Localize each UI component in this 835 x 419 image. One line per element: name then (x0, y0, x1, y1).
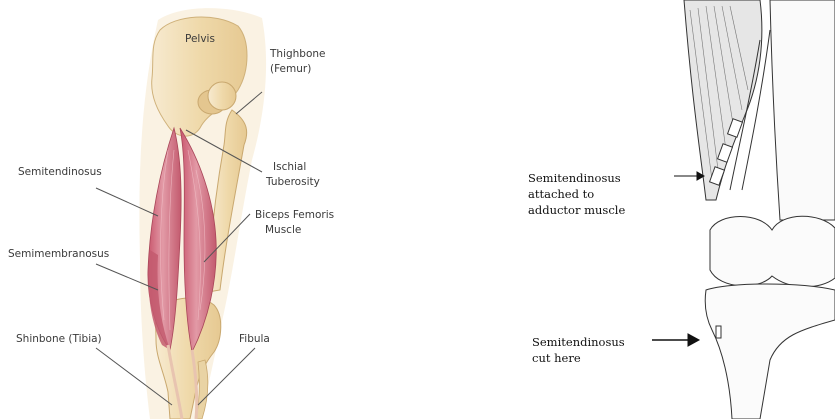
label-ischial: Ischial (273, 161, 306, 173)
label-pelvis: Pelvis (185, 33, 215, 45)
annotation-arrows (652, 172, 704, 346)
label-semitendinosus-cut: Semitendinosus (532, 335, 625, 349)
label-semitendinosus: Semitendinosus (18, 166, 102, 178)
label-cut-here: cut here (532, 351, 581, 365)
label-tuberosity: Tuberosity (265, 176, 320, 188)
label-attached-to: attached to (528, 187, 594, 201)
label-biceps-femoris: Biceps Femoris (255, 209, 334, 221)
femur-head (208, 82, 236, 110)
tibia-outline (705, 284, 835, 419)
label-muscle: Muscle (265, 224, 301, 236)
label-fibula: Fibula (239, 333, 270, 345)
label-adductor-muscle: adductor muscle (528, 203, 625, 217)
label-thighbone: Thighbone (269, 48, 326, 60)
tendon-stump (716, 326, 721, 338)
label-semitendinosus-attached: Semitendinosus (528, 171, 621, 185)
knee-line-drawing (684, 0, 835, 419)
label-femur: (Femur) (270, 63, 311, 75)
femur-condyles (710, 216, 835, 287)
label-shinbone: Shinbone (Tibia) (16, 333, 102, 345)
label-semimembranosus: Semimembranosus (8, 248, 109, 260)
hamstring-illustration (139, 8, 266, 419)
femur-outline (770, 0, 835, 220)
